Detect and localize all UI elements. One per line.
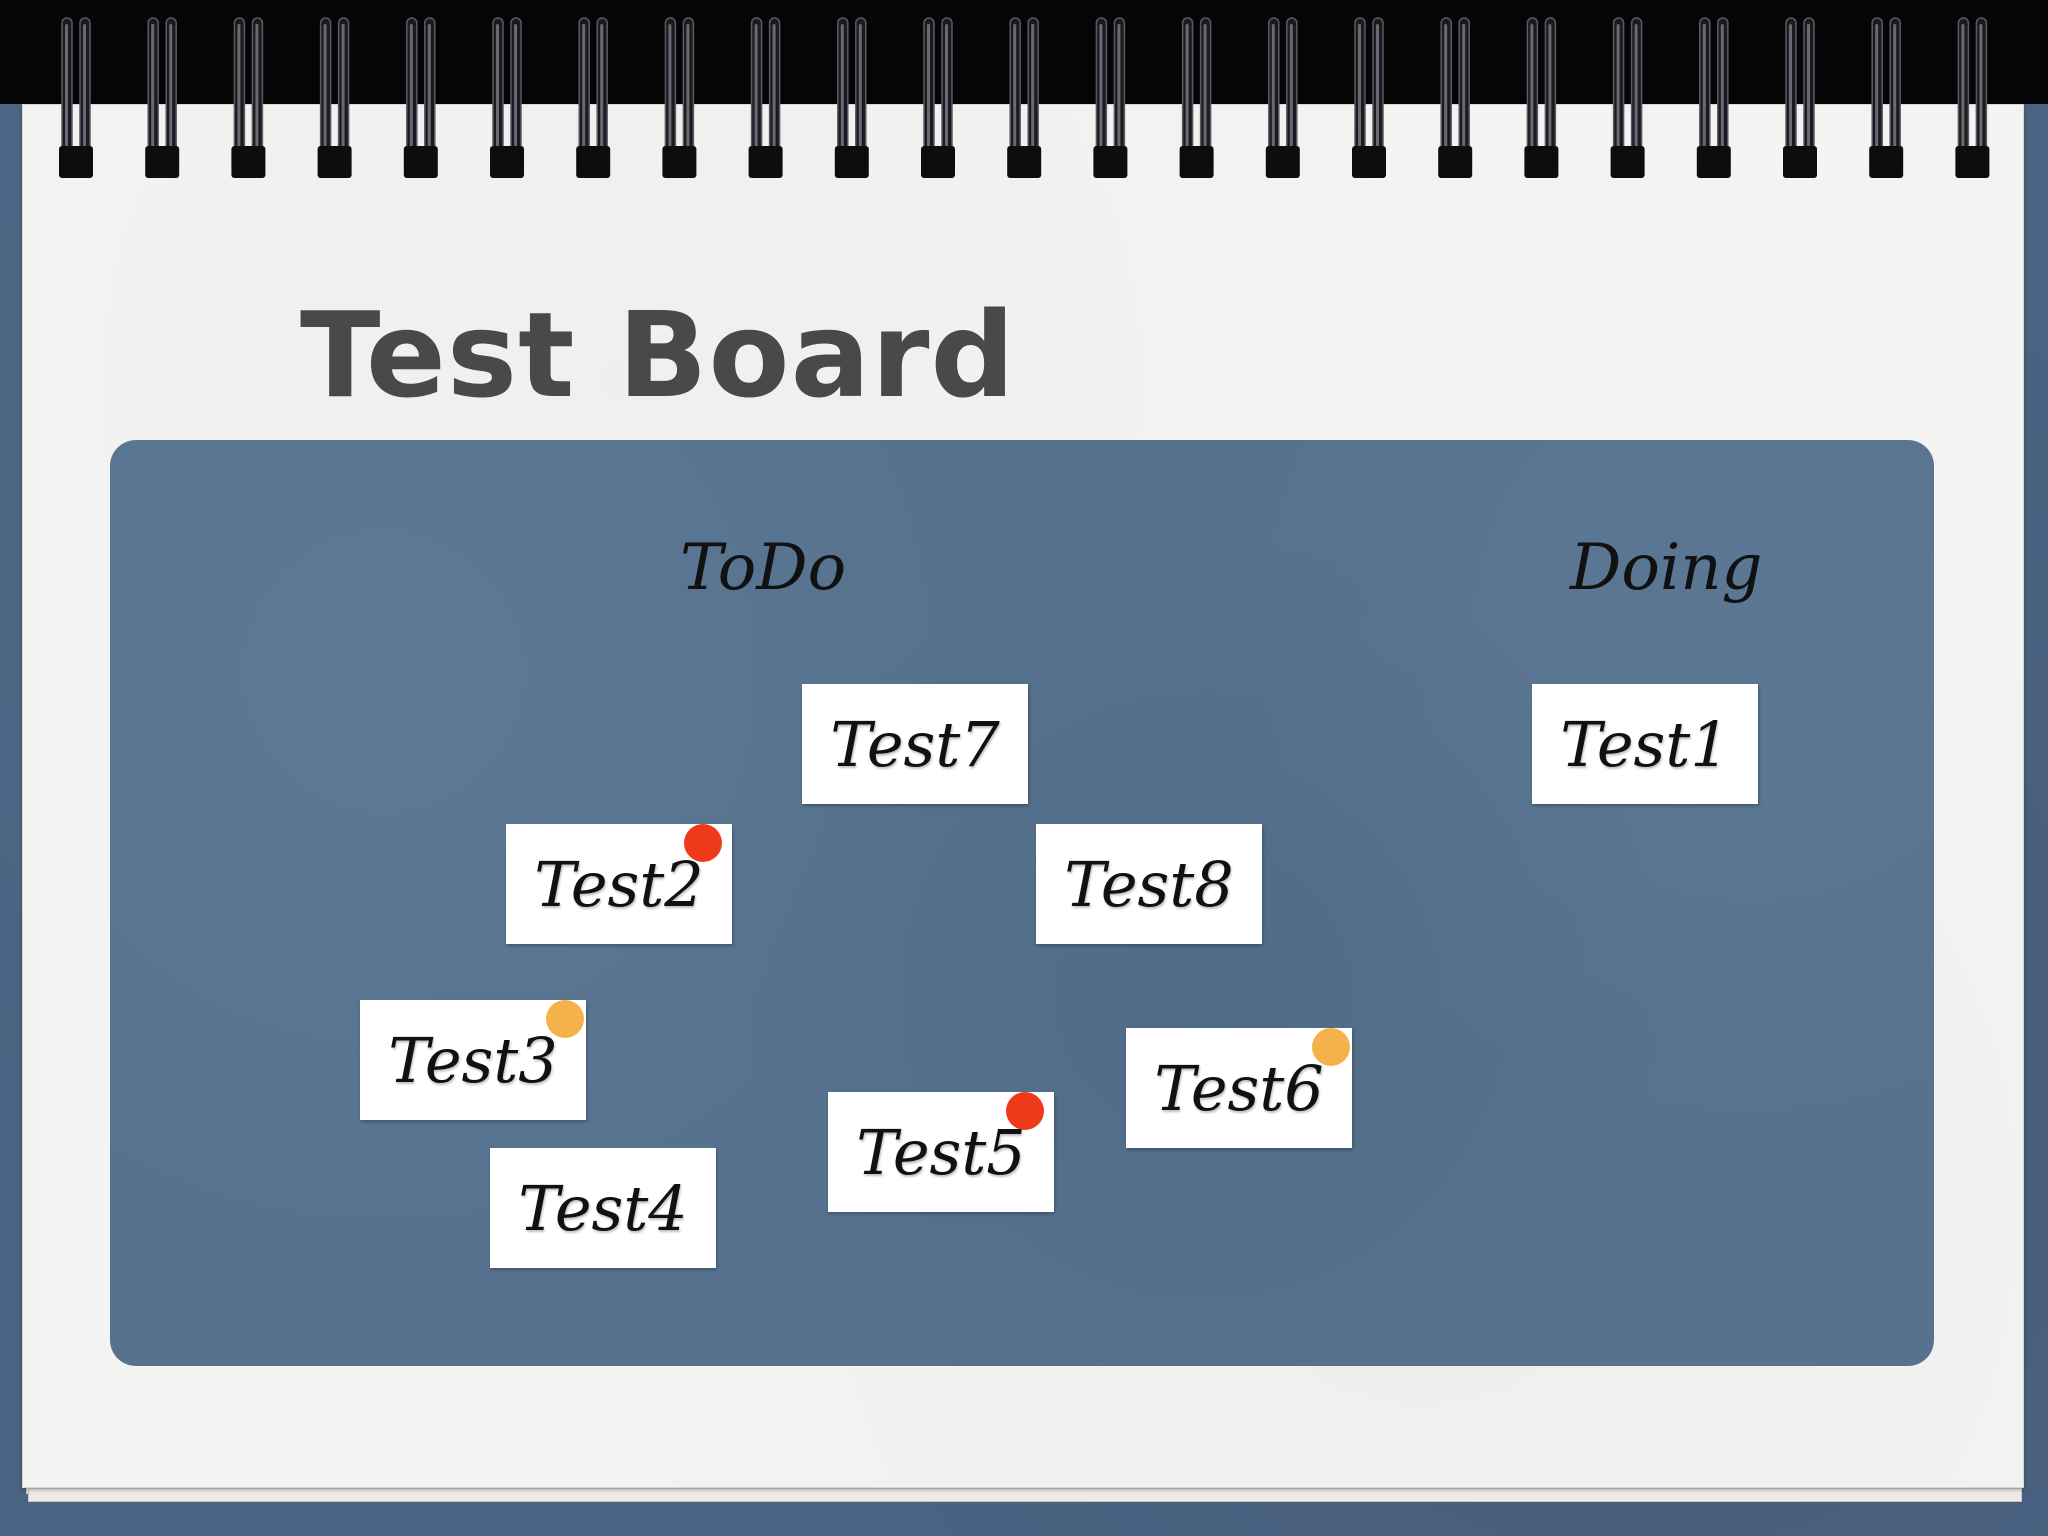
card-label: Test3: [388, 1023, 558, 1097]
card-test1[interactable]: Test1: [1532, 684, 1758, 804]
card-label: Test5: [856, 1115, 1026, 1189]
card-test2[interactable]: Test2: [506, 824, 732, 944]
page-title: Test Board: [300, 286, 1016, 424]
paper-stack-edge: [28, 1488, 2022, 1502]
card-test6[interactable]: Test6: [1126, 1028, 1352, 1148]
card-test3[interactable]: Test3: [360, 1000, 586, 1120]
orange-priority-dot-icon: [1312, 1028, 1350, 1066]
card-label: Test1: [1560, 707, 1730, 781]
red-priority-dot-icon: [1006, 1092, 1044, 1130]
column-header-doing: Doing: [1570, 531, 1763, 605]
card-label: Test2: [534, 847, 704, 921]
card-test7[interactable]: Test7: [802, 684, 1028, 804]
card-label: Test6: [1154, 1051, 1324, 1125]
card-test5[interactable]: Test5: [828, 1092, 1054, 1212]
card-label: Test4: [518, 1171, 688, 1245]
red-priority-dot-icon: [684, 824, 722, 862]
card-test4[interactable]: Test4: [490, 1148, 716, 1268]
orange-priority-dot-icon: [546, 1000, 584, 1038]
column-header-todo: ToDo: [680, 531, 847, 605]
card-test8[interactable]: Test8: [1036, 824, 1262, 944]
card-label: Test7: [830, 707, 1000, 781]
notebook-top-strip: [0, 0, 2048, 104]
card-label: Test8: [1064, 847, 1234, 921]
